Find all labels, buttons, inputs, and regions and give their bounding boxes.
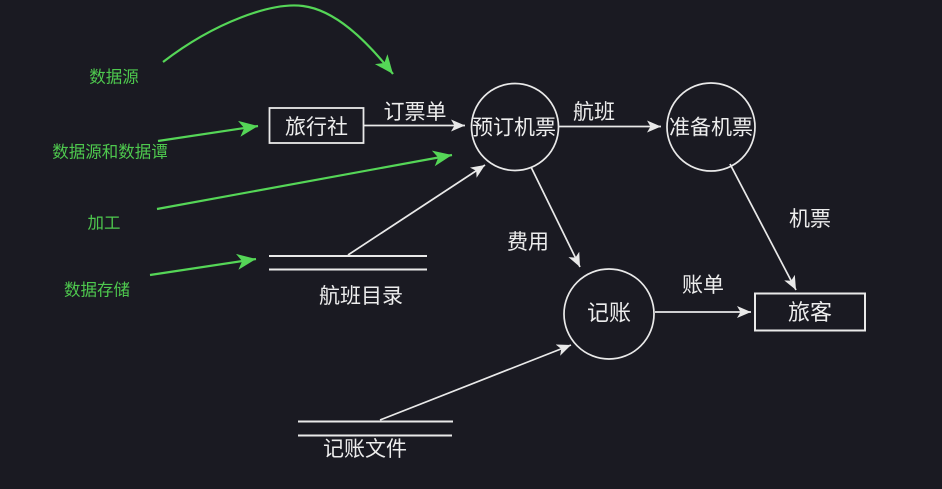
legend-label-data-source-and-sink: 数据源和数据谭 (52, 143, 168, 162)
process-bookkeeping-label: 记账 (587, 302, 631, 327)
process-bookkeeping-circle (563, 268, 655, 360)
entity-passenger-box (754, 292, 866, 332)
annotation-arrow-data-source-sink (157, 120, 259, 143)
process-prepare-ticket-label: 准备机票 (669, 116, 753, 140)
store-flight-catalog-label: 航班目录 (319, 284, 403, 308)
annotation-arrow-data-source (162, 4, 394, 75)
flow-line-ticket (729, 163, 797, 291)
entity-passenger-label: 旅客 (788, 301, 832, 326)
process-prepare-ticket-circle (666, 82, 756, 172)
flow-label-booking-form: 订票单 (384, 100, 447, 124)
entity-travel-agency-label: 旅行社 (285, 115, 348, 139)
legend-label-process: 加工 (88, 214, 121, 233)
process-book-ticket-circle (470, 82, 560, 172)
flow-line-flight-catalog-to-booking (347, 164, 486, 256)
flow-line-fee (530, 166, 581, 268)
flow-label-fee: 费用 (507, 230, 549, 254)
legend-label-data-store: 数据存储 (64, 281, 130, 300)
flow-label-bill: 账单 (682, 273, 724, 297)
entity-travel-agency-box (268, 107, 365, 144)
process-book-ticket-label: 预订机票 (472, 116, 556, 140)
legend-label-data-source: 数据源 (89, 68, 139, 87)
store-accounting-file-label: 记账文件 (323, 437, 407, 461)
annotation-arrow-data-store (149, 253, 257, 277)
flow-label-flight: 航班 (573, 100, 615, 124)
flow-line-accounting-file-to-bookkeeping (379, 344, 572, 421)
flow-label-ticket: 机票 (789, 207, 831, 231)
annotation-arrow-process (156, 150, 453, 211)
